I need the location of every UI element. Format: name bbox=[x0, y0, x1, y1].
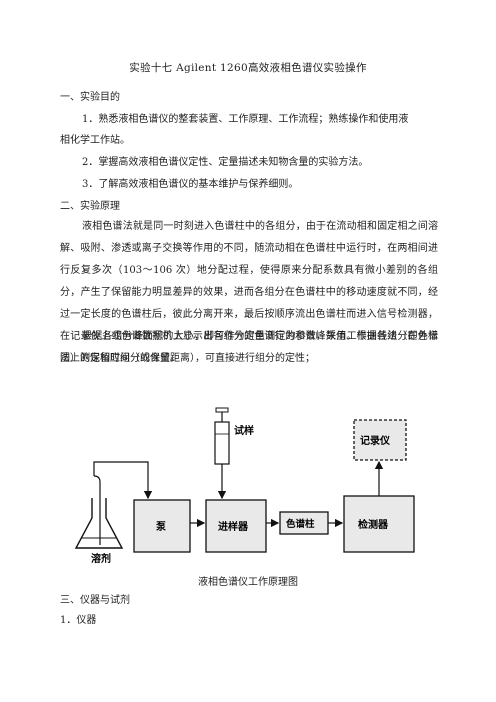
syringe-icon bbox=[214, 407, 230, 500]
principle-paragraph-2: 根据各组分峰面积的大小，即可作为定量测定的参数，采用工作曲线法（即外标法）测定相… bbox=[60, 331, 438, 364]
diagram-caption: 液相色谱仪工作原理图 bbox=[198, 577, 298, 588]
document-title: 实验十七 Agilent 1260高效液相色谱仪实验操作 bbox=[129, 62, 367, 74]
objective-3: 3．了解高效液相色谱仪的基本维护与保养细则。 bbox=[82, 179, 299, 190]
objective-1-line-2: 相化学工作站。 bbox=[60, 135, 130, 146]
recorder-box bbox=[353, 419, 407, 461]
solvent-flask-icon bbox=[74, 475, 124, 549]
column-label: 色谱柱 bbox=[286, 518, 315, 530]
objective-2: 2．掌握高效液相色谱仪定性、定量描述未知物含量的实验方法。 bbox=[82, 157, 369, 168]
injector-box bbox=[205, 499, 267, 553]
section-3-heading: 三、仪器与试剂 bbox=[60, 595, 130, 606]
detector-label: 检测器 bbox=[358, 518, 389, 531]
detector-box bbox=[343, 495, 415, 553]
injector-label: 进样器 bbox=[218, 520, 249, 533]
section-2-heading: 二、实验原理 bbox=[60, 201, 120, 212]
solvent-label: 溶剂 bbox=[91, 552, 111, 565]
recorder-label: 记录仪 bbox=[360, 435, 391, 447]
pump-box bbox=[133, 499, 191, 553]
objective-1-line-1: 1．熟悉液相色谱仪的整套装置、工作原理、工作流程；熟练操作和使用液 bbox=[82, 114, 409, 125]
sample-label: 试样 bbox=[234, 424, 254, 437]
principle-paragraph-1: 液相色谱法就是同一时刻进入色谱柱中的各组分，由于在流动相和固定相之间溶解、吸附、… bbox=[60, 221, 438, 364]
lc-principle-diagram: 溶剂 泵 进样器 试样 色谱柱 检测器 bbox=[74, 407, 415, 565]
section-3-subheading-instruments: 1．仪器 bbox=[60, 615, 97, 626]
pump-label: 泵 bbox=[156, 521, 167, 533]
section-1-heading: 一、实验目的 bbox=[60, 92, 120, 103]
